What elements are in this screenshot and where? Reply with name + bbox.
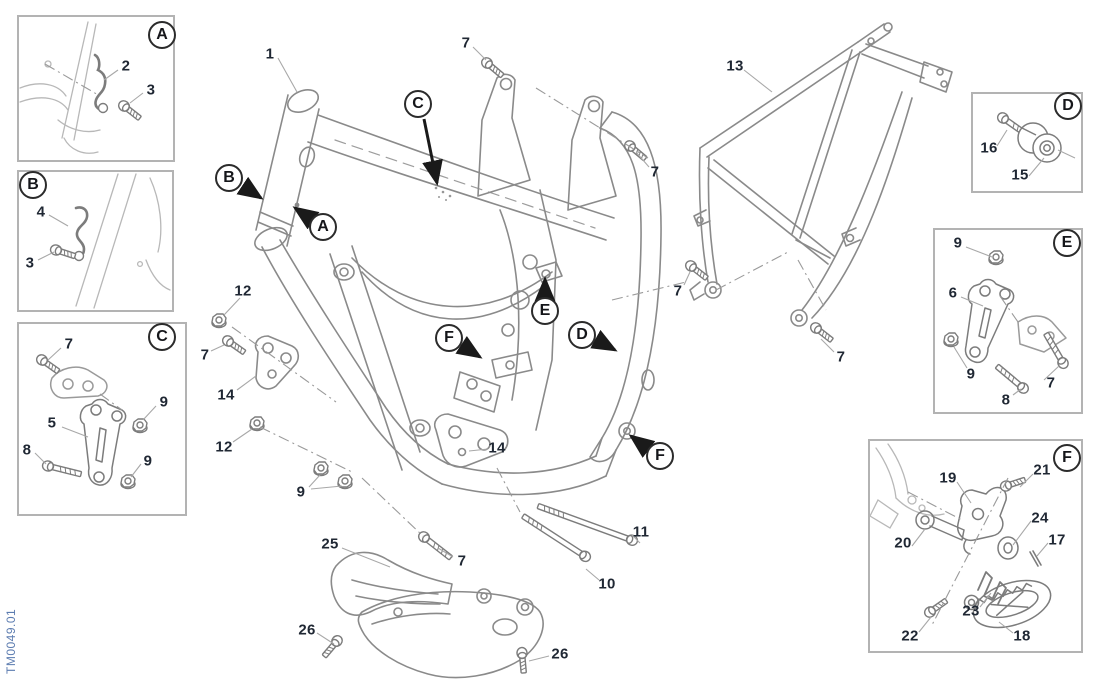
part-label-4: 4 [36,203,46,221]
ref-circle-d: D [568,321,596,349]
part-label-7: 7 [457,552,467,570]
detail-box-e [933,228,1083,414]
inset-a-art [19,21,101,154]
detail-box-b [17,170,174,312]
ref-circle-f: F [1053,444,1081,472]
part-label-7: 7 [650,163,660,181]
part-label-20: 20 [894,534,912,552]
part-label-1: 1 [265,45,275,63]
ref-circle-a: A [309,213,337,241]
ref-circle-b: B [215,164,243,192]
ref-circle-e: E [531,297,559,325]
subframe-art [689,22,953,327]
part-label-19: 19 [939,469,957,487]
part-label-7: 7 [64,335,74,353]
part-label-15: 15 [1011,166,1029,184]
ref-circle-f: F [646,442,674,470]
inset-c-parts [33,351,148,490]
part-label-9: 9 [296,483,306,501]
part-label-7: 7 [461,34,471,52]
part-label-9: 9 [159,393,169,411]
part-label-14: 14 [488,439,506,457]
reference-arrows [236,118,656,458]
part-label-10: 10 [598,575,616,593]
part-label-17: 17 [1048,531,1066,549]
part-label-16: 16 [980,139,998,157]
part-label-22: 22 [901,627,919,645]
part-label-5: 5 [47,414,57,432]
part-label-6: 6 [948,284,958,302]
part-label-14: 14 [217,386,235,404]
detail-box-f [868,439,1083,653]
ref-arrow-b [236,176,264,200]
part-label-23: 23 [962,602,980,620]
part-label-12: 12 [215,438,233,456]
ref-circle-e: E [1053,229,1081,257]
part-label-3: 3 [146,81,156,99]
detail-box-d [971,92,1083,193]
part-label-8: 8 [1001,391,1011,409]
ref-arrow-f [628,434,656,458]
skid-plate-art [330,551,544,679]
ref-circle-a: A [148,21,176,49]
detail-box-a [17,15,175,162]
part-label-11: 11 [632,523,650,541]
part-label-25: 25 [321,535,339,553]
part-label-26: 26 [298,621,316,639]
part-label-24: 24 [1031,509,1049,527]
part-label-13: 13 [726,57,744,75]
part-label-9: 9 [953,234,963,252]
part-label-9: 9 [966,365,976,383]
ref-circle-d: D [1054,92,1082,120]
ref-arrow-c [422,118,443,186]
part-label-7: 7 [1046,374,1056,392]
ref-circle-b: B [19,171,47,199]
part-label-7: 7 [673,282,683,300]
part-label-9: 9 [143,452,153,470]
ref-circle-c: C [148,323,176,351]
ref-arrow-f [455,335,483,359]
inset-e-parts [943,250,1071,397]
inset-a-parts [93,53,144,123]
part-label-21: 21 [1033,461,1051,479]
part-label-7: 7 [836,348,846,366]
ref-circle-f: F [435,324,463,352]
part-label-8: 8 [22,441,32,459]
ref-circle-c: C [404,90,432,118]
leader-lines [34,46,1076,662]
ref-arrow-d [590,329,618,352]
inset-b-art [75,173,171,309]
centerlines [44,63,1019,626]
document-code: TM0049.01 [4,608,18,674]
part-label-12: 12 [234,282,252,300]
inset-f-parts [915,474,1052,629]
part-label-7: 7 [200,346,210,364]
main-frame-art [254,73,662,496]
ref-arrow-a [292,206,320,230]
detail-box-c [17,322,187,516]
part-label-26: 26 [551,645,569,663]
main-fasteners [211,54,836,675]
part-label-2: 2 [121,57,131,75]
inset-d-parts [994,109,1062,163]
inset-b-parts [48,206,89,262]
part-label-18: 18 [1013,627,1031,645]
part-label-3: 3 [25,254,35,272]
